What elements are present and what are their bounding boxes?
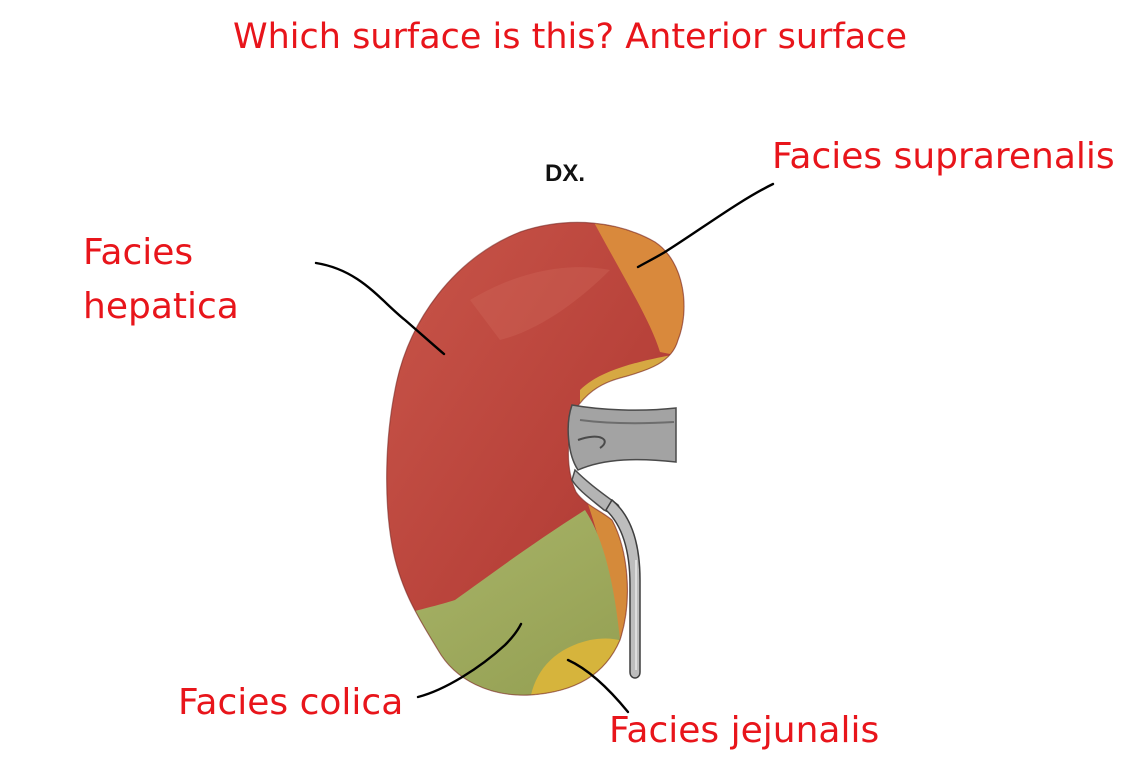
leader-line-suprarenalis [636, 182, 775, 269]
leader-line-jejunalis [566, 658, 630, 714]
leader-lines [314, 182, 775, 714]
leader-line-colica [416, 622, 523, 699]
hilum-vessels [567, 404, 677, 679]
label-facies-suprarenalis: Facies suprarenalis [772, 136, 1115, 177]
kidney-outline [386, 221, 685, 696]
label-facies-hepatica-line1: Facies [83, 232, 194, 273]
leader-line-hepatica [314, 261, 446, 356]
label-facies-hepatica: Facies hepatica [83, 226, 303, 334]
label-facies-jejunalis: Facies jejunalis [609, 710, 880, 751]
slide-title: Which surface is this? Anterior surface [233, 17, 907, 57]
label-facies-hepatica-line2: hepatica [83, 286, 239, 327]
right-side-mark: DX. [545, 160, 586, 187]
label-facies-colica: Facies colica [178, 682, 404, 723]
